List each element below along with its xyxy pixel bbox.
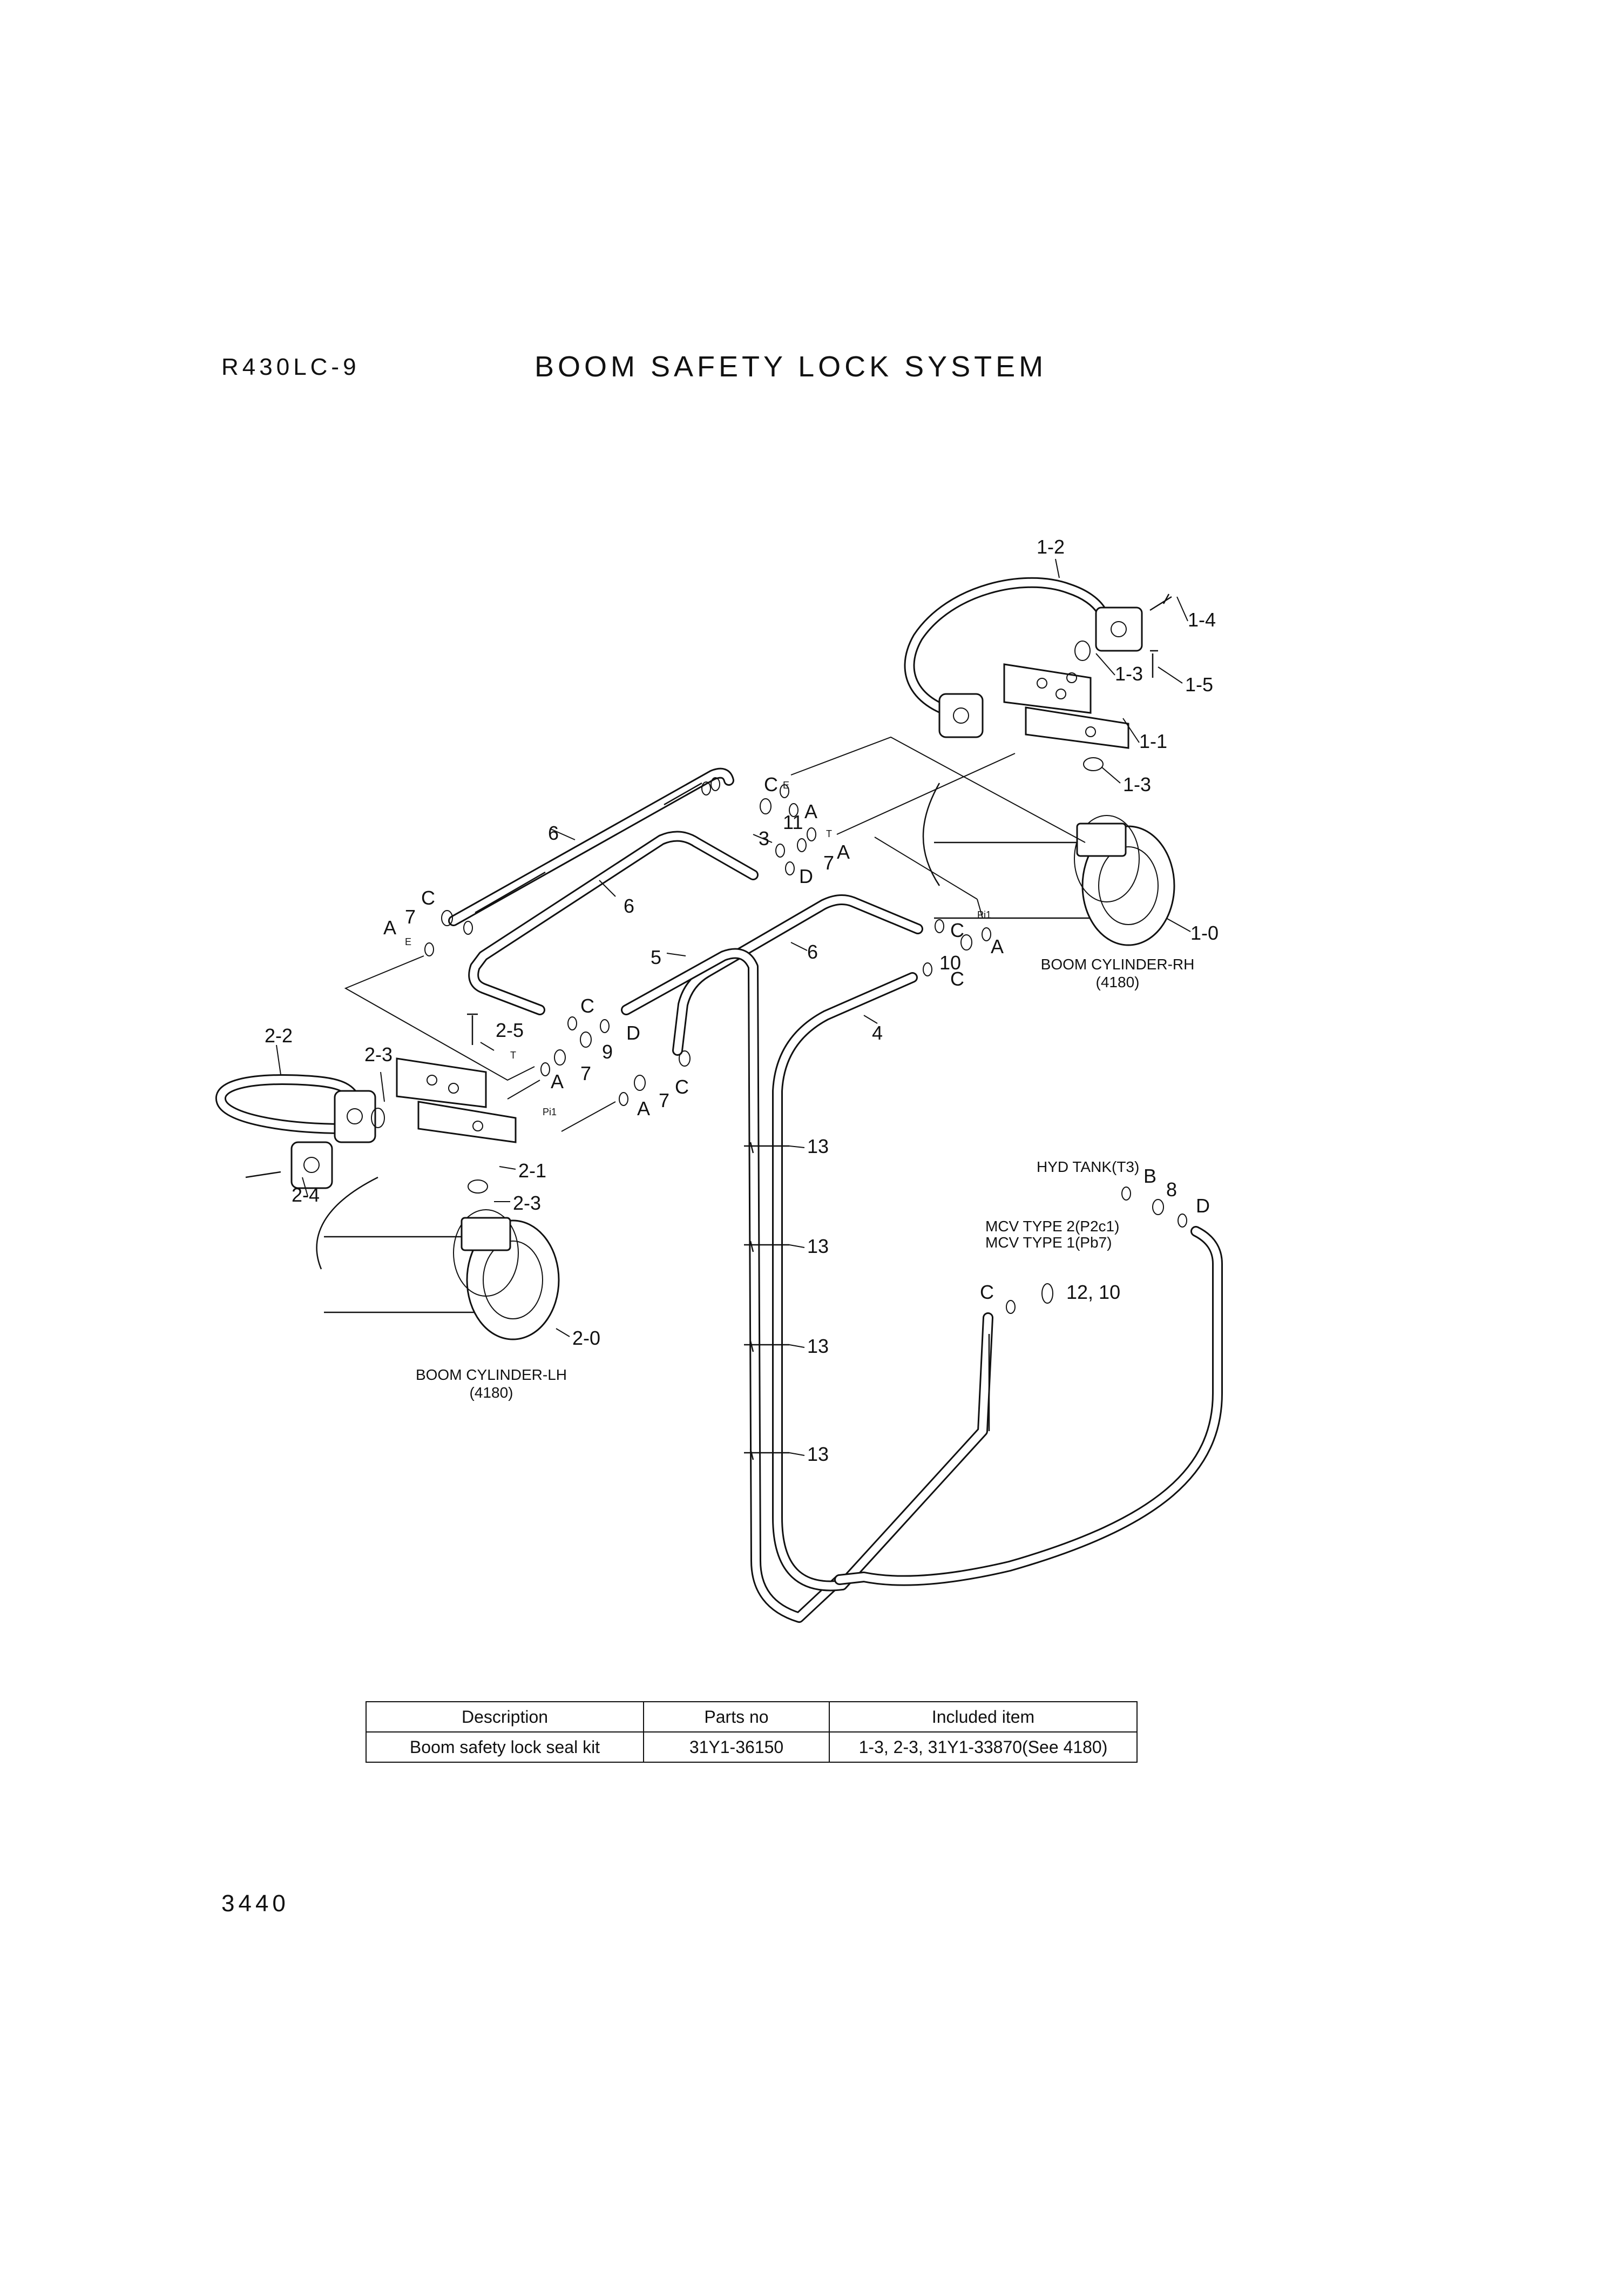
hyd-tank-label: HYD TANK(T3) bbox=[1037, 1158, 1139, 1175]
callout-8: 8 bbox=[1166, 1178, 1177, 1201]
port-a: A bbox=[637, 1097, 650, 1120]
callout-13-a: 13 bbox=[807, 1135, 829, 1157]
port-a: A bbox=[551, 1070, 564, 1093]
valve-block-rh bbox=[1003, 663, 1129, 749]
callout-1-1: 1-1 bbox=[1139, 730, 1167, 752]
cell-description: Boom safety lock seal kit bbox=[366, 1731, 644, 1763]
port-e: E bbox=[783, 780, 789, 791]
port-c: C bbox=[950, 968, 964, 990]
port-pi1: Pi1 bbox=[543, 1107, 557, 1117]
callout-13-b: 13 bbox=[807, 1235, 829, 1257]
callout-3: 3 bbox=[759, 827, 769, 850]
port-c: C bbox=[421, 887, 435, 909]
port-d: D bbox=[799, 865, 813, 887]
model-number: R430LC-9 bbox=[221, 354, 360, 380]
callout-labels: 1-2 1-4 1-3 1-5 1-1 1-3 1-0 2-2 2-3 2-4 … bbox=[265, 536, 1219, 1465]
loop-pipe-lh bbox=[215, 1013, 488, 1194]
boom-cylinder-rh-ref: (4180) bbox=[1096, 974, 1140, 990]
hose-6-lower bbox=[672, 894, 923, 1056]
callout-1-0: 1-0 bbox=[1190, 922, 1219, 944]
port-b: B bbox=[1143, 1165, 1156, 1187]
port-c: C bbox=[950, 919, 964, 941]
port-a: A bbox=[991, 935, 1004, 958]
cell-parts-no: 31Y1-36150 bbox=[643, 1731, 830, 1763]
callout-1-3: 1-3 bbox=[1115, 663, 1143, 685]
cell-included-item: 1-3, 2-3, 31Y1-33870(See 4180) bbox=[829, 1731, 1138, 1763]
callout-6-middle: 6 bbox=[624, 895, 634, 917]
port-e: E bbox=[405, 936, 411, 947]
callout-6-lower: 6 bbox=[807, 941, 818, 963]
table-row: Boom safety lock seal kit 31Y1-36150 1-3… bbox=[366, 1731, 1138, 1763]
port-pi1: Pi1 bbox=[977, 909, 991, 920]
port-a: A bbox=[837, 841, 850, 863]
callout-4: 4 bbox=[872, 1022, 883, 1044]
leader-lines bbox=[276, 558, 1191, 1456]
parts-table-header: Description Parts no Included item bbox=[366, 1701, 1138, 1733]
port-c: C bbox=[675, 1076, 689, 1098]
parts-table: Description Parts no Included item Boom … bbox=[366, 1701, 1138, 1763]
callout-2-1: 2-1 bbox=[518, 1160, 546, 1182]
port-a: A bbox=[383, 916, 396, 939]
port-d: D bbox=[1196, 1195, 1210, 1217]
boom-cylinder-rh-label: BOOM CYLINDER-RH bbox=[1041, 956, 1195, 973]
hose-d-return bbox=[834, 1226, 1223, 1586]
callout-7-c: 7 bbox=[580, 1062, 591, 1084]
callout-13-d: 13 bbox=[807, 1443, 829, 1465]
callout-7-a: 7 bbox=[823, 852, 834, 874]
callout-12-10: 12, 10 bbox=[1066, 1281, 1120, 1303]
port-d: D bbox=[626, 1022, 640, 1044]
callout-1-4: 1-4 bbox=[1188, 609, 1216, 631]
port-c: C bbox=[764, 773, 778, 796]
hose-5 bbox=[621, 948, 845, 1623]
port-a: A bbox=[804, 800, 817, 823]
page-number: 3440 bbox=[221, 1890, 289, 1917]
port-c: C bbox=[980, 1281, 994, 1303]
hose-6-upper bbox=[448, 767, 734, 926]
loop-pipe-rh bbox=[904, 577, 1172, 771]
callout-5: 5 bbox=[651, 946, 661, 968]
boom-cylinder-rh bbox=[922, 783, 1175, 946]
header-included-item: Included item bbox=[829, 1701, 1138, 1733]
port-t: T bbox=[510, 1050, 516, 1061]
callout-2-4: 2-4 bbox=[292, 1184, 320, 1206]
callout-2-5: 2-5 bbox=[496, 1019, 524, 1041]
port-labels: C E A T A D C A E C D T A Pi1 A C C Pi1 … bbox=[383, 773, 1210, 1303]
fittings bbox=[424, 777, 1187, 1314]
hose-4 bbox=[772, 972, 993, 1592]
boom-cylinder-lh-label: BOOM CYLINDER-LH bbox=[416, 1366, 567, 1383]
callout-13-c: 13 bbox=[807, 1335, 829, 1357]
callout-1-3-lower: 1-3 bbox=[1123, 773, 1151, 796]
callout-9: 9 bbox=[602, 1041, 613, 1063]
callout-6-upper: 6 bbox=[548, 822, 559, 844]
callout-2-0: 2-0 bbox=[572, 1327, 600, 1349]
hose-6-middle bbox=[468, 831, 759, 1015]
mcv-type-2-label: MCV TYPE 2(P2c1) bbox=[985, 1218, 1119, 1235]
callout-11: 11 bbox=[783, 811, 803, 833]
callout-1-2: 1-2 bbox=[1037, 536, 1065, 558]
callout-10: 10 bbox=[939, 952, 961, 974]
port-t: T bbox=[826, 828, 832, 839]
callout-2-2: 2-2 bbox=[265, 1024, 293, 1047]
page-title: BOOM SAFETY LOCK SYSTEM bbox=[534, 350, 1047, 383]
valve-block-lh bbox=[396, 1057, 517, 1143]
connection-lines bbox=[344, 736, 1086, 1132]
hose-clamps bbox=[744, 1142, 789, 1460]
callout-1-5: 1-5 bbox=[1185, 673, 1213, 696]
port-c: C bbox=[580, 995, 594, 1017]
captions: BOOM CYLINDER-RH (4180) BOOM CYLINDER-LH… bbox=[416, 956, 1194, 1401]
header-parts-no: Parts no bbox=[643, 1701, 830, 1733]
callout-2-3: 2-3 bbox=[364, 1043, 393, 1066]
callout-7-b: 7 bbox=[405, 906, 416, 928]
boom-cylinder-lh-ref: (4180) bbox=[470, 1384, 513, 1401]
callout-2-3-lower: 2-3 bbox=[513, 1192, 541, 1214]
mcv-type-1-label: MCV TYPE 1(Pb7) bbox=[985, 1234, 1112, 1251]
header-description: Description bbox=[366, 1701, 644, 1733]
boom-cylinder-lh bbox=[316, 1176, 560, 1340]
callout-7-d: 7 bbox=[659, 1089, 669, 1111]
